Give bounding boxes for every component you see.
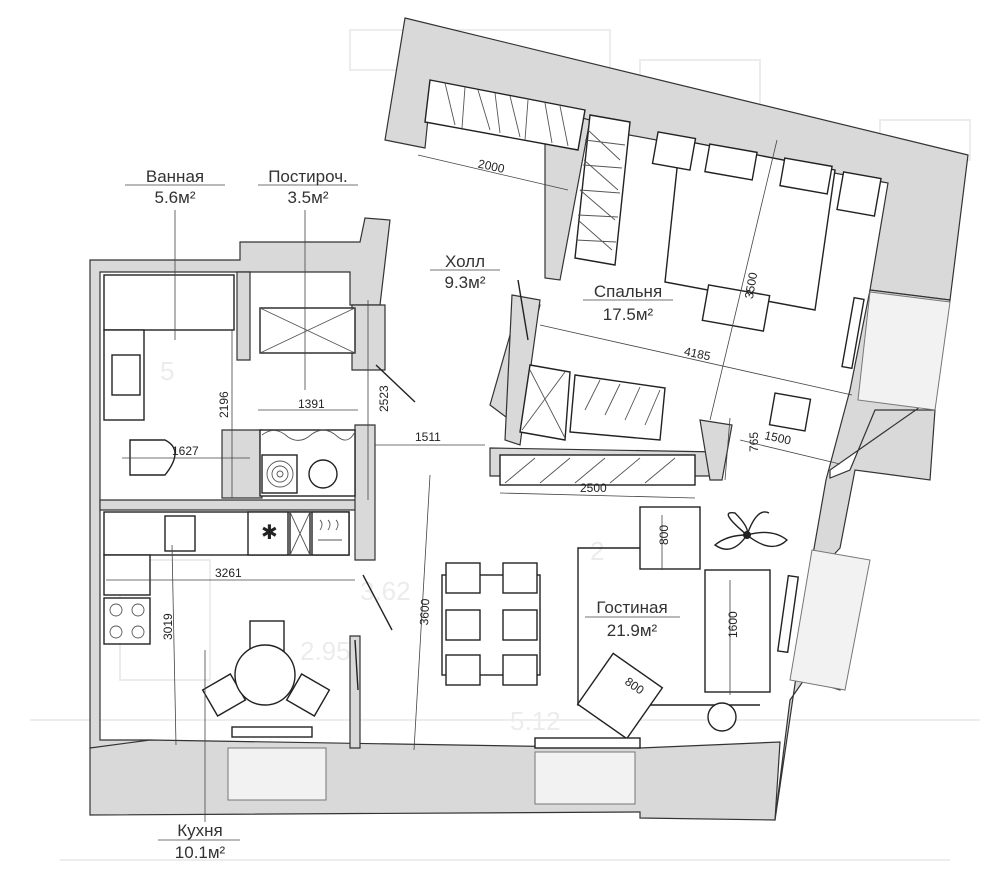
svg-text:5: 5 [160,356,174,386]
dim-kitchen-height: 3019 [161,613,175,640]
window-right-mid [789,549,871,691]
dim-laundry-height: 2523 [377,385,391,412]
svg-text:2.95: 2.95 [300,636,351,666]
window-bottom-mid [534,751,636,805]
living-furniture [441,506,800,749]
dimension-labels: 2000 3500 4185 2196 1627 1391 2523 1511 … [161,157,793,698]
wall-bottom [89,739,781,821]
dim-armchair-top: 800 [657,525,671,545]
star-icon: ✱ [261,522,278,544]
bedroom-furniture [651,131,882,432]
kitchen-sink [164,515,196,552]
dim-sofa: 1600 [726,611,740,638]
svg-text:3.62: 3.62 [360,576,411,606]
room-area-living: 21.9м² [607,621,658,640]
storage-bedroom-low [569,374,666,441]
kitchen-column [103,554,151,596]
wardrobe-bed [519,364,571,441]
dimension-lines [106,139,853,822]
dim-desk-width: 1500 [763,428,792,447]
bedroom-tv [841,296,865,370]
dim-living-storage: 2500 [580,481,607,495]
storage-units [259,79,696,486]
room-area-bedroom: 17.5м² [603,305,654,324]
dim-bed-height: 3500 [742,271,760,300]
toilet [129,439,176,476]
room-name-hall: Холл [445,252,485,271]
armchair-top [639,506,701,570]
living-bench [534,737,641,749]
nightstand-left [651,131,697,171]
doors [354,279,529,691]
wardrobe-hall [574,114,631,266]
dim-bath-height: 2196 [217,391,231,418]
svg-text:5.12: 5.12 [510,706,561,736]
round-table [201,620,331,717]
dim-laundry-width: 1391 [298,397,325,411]
living-tv [776,574,800,654]
bathroom-fixtures [103,274,235,476]
laundry-fixtures [259,429,356,497]
svg-text:2: 2 [590,536,604,566]
wardrobe-top [424,79,586,151]
armchair-bottom [576,652,664,740]
sofa [704,569,771,693]
room-labels: Ванная 5.6м² Постироч. 3.5м² Холл 9.3м² … [125,167,680,862]
room-name-living: Гостиная [596,598,667,617]
dim-hall-width: 1511 [415,430,441,444]
dim-desk-depth: 765 [747,432,761,452]
dim-bedroom-width: 4185 [683,344,712,363]
pillow-left [704,143,758,181]
dim-living-height: 3600 [417,598,432,626]
room-name-laundry: Постироч. [268,167,348,186]
room-area-laundry: 3.5м² [288,188,329,207]
bathtub [103,274,235,331]
room-name-kitchen: Кухня [177,821,223,840]
window-bottom-left [227,747,327,801]
steam-icon [318,519,342,541]
sink [111,354,141,396]
room-name-bedroom: Спальня [594,282,662,301]
room-name-bath: Ванная [146,167,204,186]
pillow-right [779,157,833,195]
hood-cell [247,511,289,556]
steam-cell [311,511,350,556]
nightstand-right [836,171,882,217]
window-right-top [857,291,951,411]
desk-chair [768,392,812,432]
living-rug [577,547,760,706]
hob [103,597,151,645]
dim-kitchen-width: 3261 [215,566,242,580]
wall-top [384,17,969,301]
kitchen-bench [231,726,313,738]
outer-walls [89,17,969,821]
room-area-bath: 5.6м² [155,188,196,207]
dining-table [441,562,541,686]
room-area-kitchen: 10.1м² [175,843,226,862]
dim-wardrobe-top: 2000 [477,157,506,176]
kitchen-fixtures: ✱ [103,511,350,738]
dim-bath-width: 1627 [172,444,199,458]
plant [713,511,789,550]
floor-lamp [707,702,737,732]
dryer [308,459,338,489]
room-area-hall: 9.3м² [445,273,486,292]
